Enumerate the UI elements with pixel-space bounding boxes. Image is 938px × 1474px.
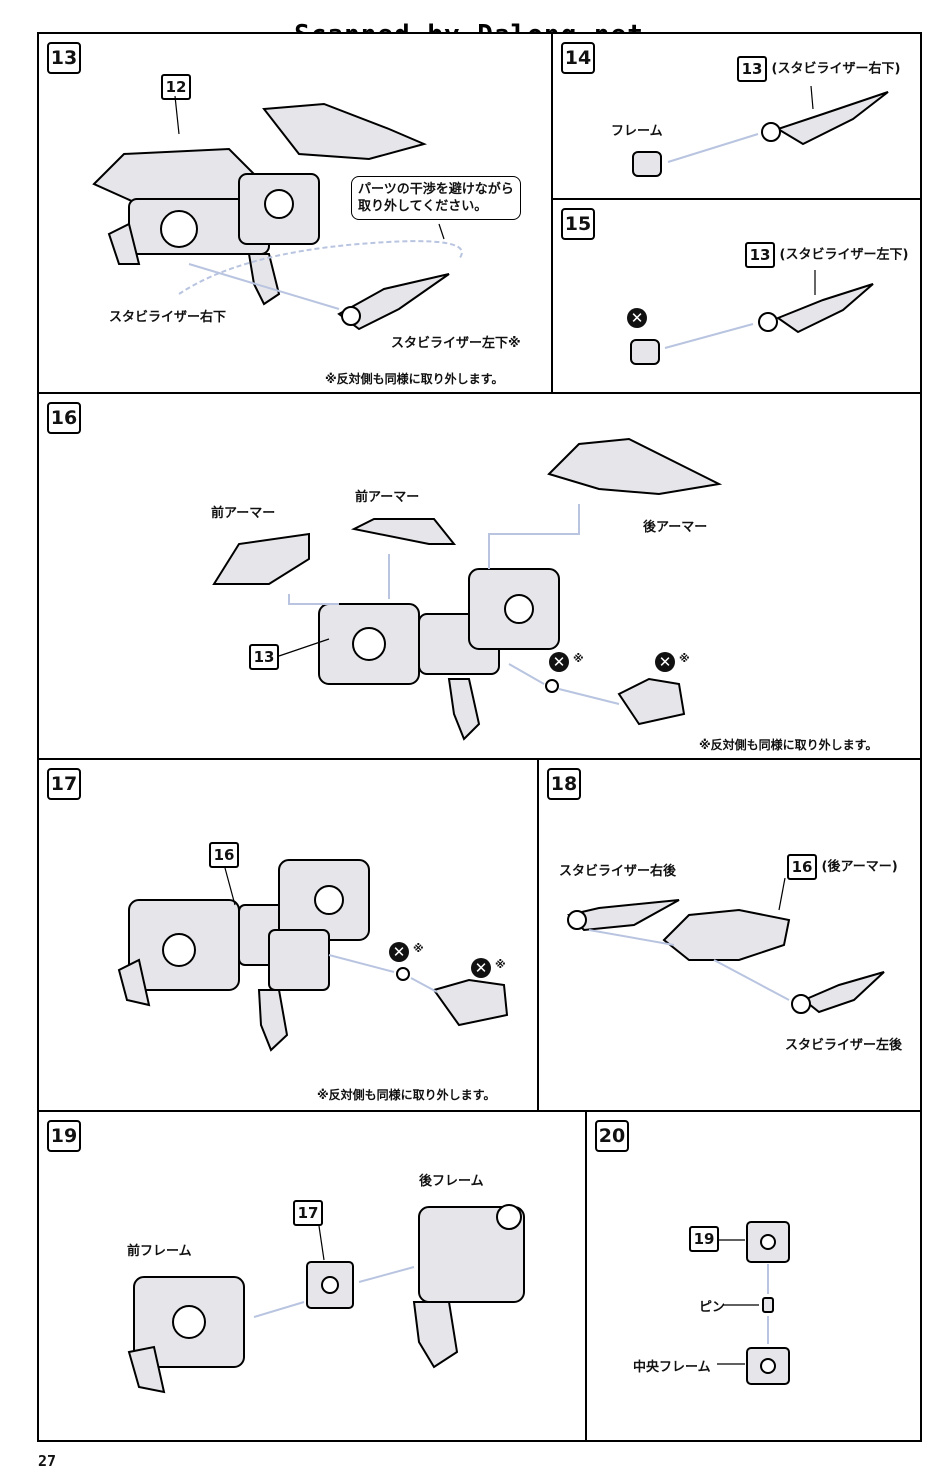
ref-badge: 16 bbox=[209, 842, 239, 868]
step-18-panel: 18 16 (後アーマー) スタビライザー右後 スタビライザー左後 bbox=[537, 758, 922, 1112]
label-front-armor: 前アーマー bbox=[211, 506, 276, 521]
step-number: 13 bbox=[47, 42, 81, 74]
step-number: 16 bbox=[47, 402, 81, 434]
label-rear-armor: 後アーマー bbox=[643, 520, 708, 535]
bubble-line: パーツの干渉を避けながら bbox=[358, 182, 514, 197]
asterisk: ※ bbox=[573, 652, 584, 665]
ref-number: 16 bbox=[209, 842, 239, 868]
ref-label: (スタビライザー左下) bbox=[779, 247, 909, 263]
x-circle-icon: ✕ bbox=[655, 652, 675, 672]
x-circle-icon: ✕ bbox=[389, 942, 409, 962]
label-stabilizer-right-lower: スタビライザー右下 bbox=[109, 310, 227, 325]
step-13-panel: 13 12 パーツの干渉を避けながら 取り外してください。 スタビライザー右下 … bbox=[37, 32, 553, 394]
ref-number: 12 bbox=[161, 74, 191, 100]
step-number: 18 bbox=[547, 768, 581, 800]
mech-illustration bbox=[92, 95, 463, 331]
ref-number: 13 bbox=[249, 644, 279, 670]
x-circle-icon: ✕ bbox=[549, 652, 569, 672]
ref-badge: 12 bbox=[161, 74, 191, 100]
label-front-armor: 前アーマー bbox=[355, 490, 420, 505]
frame-illustration bbox=[717, 1221, 790, 1385]
bubble-line: 取り外してください。 bbox=[358, 199, 488, 214]
label-front-frame: 前フレーム bbox=[127, 1244, 192, 1259]
ref-number: 19 bbox=[689, 1226, 719, 1252]
ref-number: 17 bbox=[293, 1200, 323, 1226]
step-16-panel: 16 13 前アーマー 前アーマー 後アーマー ✕ ※ ✕ ※ ※反対側も同様 bbox=[37, 392, 922, 760]
label-stabilizer-right-rear: スタビライザー右後 bbox=[559, 864, 677, 879]
ref-badge: 19 bbox=[689, 1226, 719, 1252]
ref-label: (スタビライザー右下) bbox=[771, 61, 901, 77]
frame-illustration bbox=[127, 1204, 525, 1394]
step-19-panel: 19 17 前フレーム 後フレーム bbox=[37, 1110, 587, 1442]
mech-illustration bbox=[117, 859, 509, 1052]
step-number: 20 bbox=[595, 1120, 629, 1152]
ref-callout: 13 (スタビライザー左下) bbox=[745, 242, 908, 268]
armor-illustration bbox=[567, 877, 885, 1014]
label-pin: ピン bbox=[699, 1300, 726, 1315]
label-rear-frame: 後フレーム bbox=[419, 1174, 484, 1189]
label-center-frame: 中央フレーム bbox=[633, 1360, 711, 1375]
ref-label: (後アーマー) bbox=[821, 859, 898, 875]
reverse-note: ※反対側も同様に取り外します。 bbox=[325, 372, 504, 386]
mech-illustration bbox=[212, 437, 723, 741]
step-14-panel: 14 13 (スタビライザー右下) フレーム bbox=[551, 32, 922, 200]
reverse-note: ※反対側も同様に取り外します。 bbox=[699, 738, 878, 752]
asterisk: ※ bbox=[413, 942, 424, 955]
label-stabilizer-left-lower: スタビライザー左下※ bbox=[391, 336, 521, 351]
asterisk: ※ bbox=[679, 652, 690, 665]
ref-number: 13 bbox=[745, 242, 775, 268]
stabilizer-illustration bbox=[630, 270, 874, 365]
ref-number: 13 bbox=[737, 56, 767, 82]
reverse-note: ※反対側も同様に取り外します。 bbox=[317, 1088, 496, 1102]
ref-badge: 17 bbox=[293, 1200, 323, 1226]
ref-callout: 13 (スタビライザー右下) bbox=[737, 56, 900, 82]
step-number: 15 bbox=[561, 208, 595, 240]
asterisk: ※ bbox=[495, 958, 506, 971]
step-number: 14 bbox=[561, 42, 595, 74]
ref-number: 16 bbox=[787, 854, 817, 880]
x-circle-icon: ✕ bbox=[471, 958, 491, 978]
step-20-panel: 20 19 ピン 中央フレーム bbox=[585, 1110, 922, 1442]
label-frame: フレーム bbox=[611, 124, 663, 139]
step-15-panel: 15 13 (スタビライザー左下) ✕ bbox=[551, 198, 922, 394]
ref-badge: 13 bbox=[249, 644, 279, 670]
ref-callout: 16 (後アーマー) bbox=[787, 854, 898, 880]
page-number: 27 bbox=[38, 1452, 57, 1470]
stabilizer-illustration bbox=[632, 85, 889, 177]
label-stabilizer-left-rear: スタビライザー左後 bbox=[785, 1038, 903, 1053]
caution-bubble: パーツの干渉を避けながら 取り外してください。 bbox=[351, 176, 521, 220]
x-circle-icon: ✕ bbox=[627, 308, 647, 328]
step-number: 17 bbox=[47, 768, 81, 800]
step-number: 19 bbox=[47, 1120, 81, 1152]
step-17-panel: 17 16 ✕ ※ ✕ ※ ※反対側も同様に取り外します。 bbox=[37, 758, 539, 1112]
